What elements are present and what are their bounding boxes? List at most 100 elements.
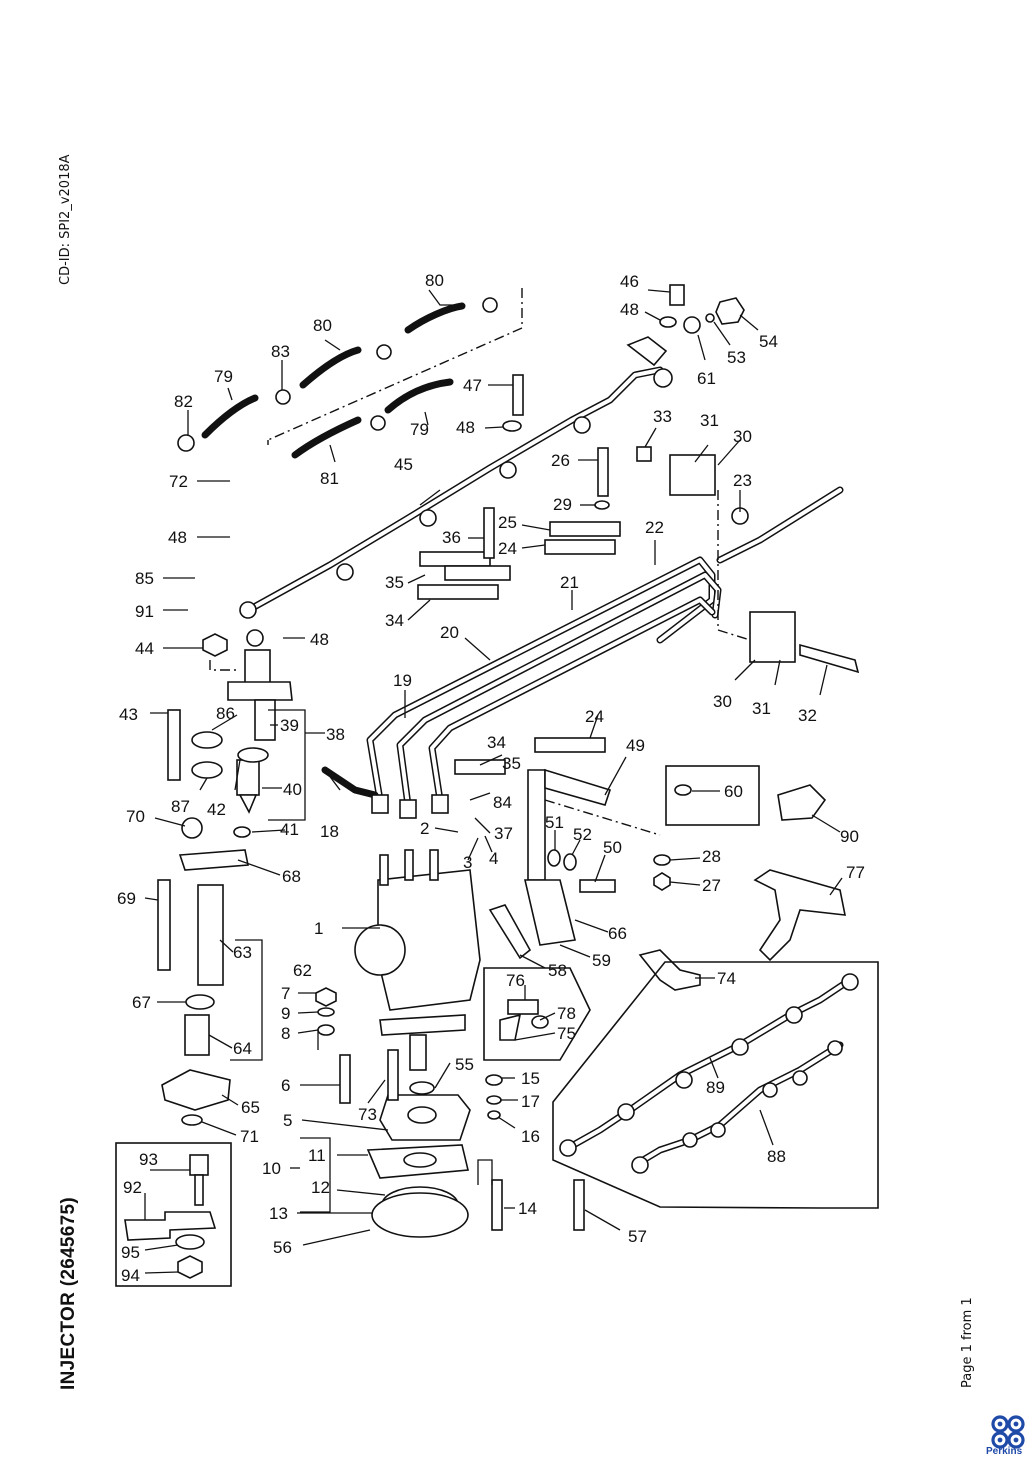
perkins-logo-icon xyxy=(991,1415,1025,1449)
callout-32: 32 xyxy=(798,706,817,725)
callout-87: 87 xyxy=(171,797,190,816)
banjo-fittings xyxy=(483,284,745,559)
callout-77: 77 xyxy=(846,863,865,882)
callout-90: 90 xyxy=(840,827,859,846)
callout-66: 66 xyxy=(608,924,627,943)
callout-24-lower: 24 xyxy=(585,707,604,726)
callout-20: 20 xyxy=(440,623,459,642)
callout-85: 85 xyxy=(135,569,154,588)
fuel-injection-pump xyxy=(354,849,481,1071)
callout-93: 93 xyxy=(139,1150,158,1169)
callout-35-lower: 35 xyxy=(502,754,521,773)
callout-48-mid: 48 xyxy=(456,418,475,437)
callout-56: 56 xyxy=(273,1238,292,1257)
callout-3: 3 xyxy=(463,853,472,872)
callout-86: 86 xyxy=(216,704,235,723)
leak-off-hoses-assembly xyxy=(177,288,523,459)
drive-plates-gaskets xyxy=(300,1049,585,1238)
callout-52: 52 xyxy=(573,825,592,844)
callout-64: 64 xyxy=(233,1039,252,1058)
callout-60: 60 xyxy=(724,782,743,801)
callout-6: 6 xyxy=(281,1076,290,1095)
callout-55: 55 xyxy=(455,1055,474,1074)
callout-27: 27 xyxy=(702,876,721,895)
callout-34-upper: 34 xyxy=(385,611,404,630)
callout-36: 36 xyxy=(442,528,461,547)
callout-23: 23 xyxy=(733,471,752,490)
callout-8: 8 xyxy=(281,1024,290,1043)
callout-47: 47 xyxy=(463,376,482,395)
callout-19: 19 xyxy=(393,671,412,690)
callout-10: 10 xyxy=(262,1159,281,1178)
box-92-95 xyxy=(115,1142,232,1287)
callout-57: 57 xyxy=(628,1227,647,1246)
callout-48-left: 48 xyxy=(168,528,187,547)
callout-40: 40 xyxy=(283,780,302,799)
callout-42: 42 xyxy=(207,800,226,819)
callout-45: 45 xyxy=(394,455,413,474)
pipe-clamps xyxy=(417,521,621,775)
callout-46: 46 xyxy=(620,272,639,291)
callout-58: 58 xyxy=(548,961,567,980)
callout-33: 33 xyxy=(653,407,672,426)
callout-71: 71 xyxy=(240,1127,259,1146)
callout-22: 22 xyxy=(645,518,664,537)
callout-30-upper: 30 xyxy=(733,427,752,446)
callout-88: 88 xyxy=(767,1147,786,1166)
callout-63: 63 xyxy=(233,943,252,962)
callout-59: 59 xyxy=(592,951,611,970)
callout-95: 95 xyxy=(121,1243,140,1262)
callout-18: 18 xyxy=(320,822,339,841)
callout-70: 70 xyxy=(126,807,145,826)
callout-68: 68 xyxy=(282,867,301,886)
callout-5: 5 xyxy=(283,1111,292,1130)
callout-65: 65 xyxy=(241,1098,260,1117)
callout-numbers: 1 2 3 4 5 6 7 8 9 10 11 12 13 14 15 16 1… xyxy=(117,271,865,1285)
callout-51: 51 xyxy=(545,813,564,832)
callout-29: 29 xyxy=(553,495,572,514)
callout-72: 72 xyxy=(169,472,188,491)
callout-89: 89 xyxy=(706,1078,725,1097)
callout-35-upper: 35 xyxy=(385,573,404,592)
callout-12: 12 xyxy=(311,1178,330,1197)
callout-80-mid: 80 xyxy=(313,316,332,335)
callout-62: 62 xyxy=(293,961,312,980)
callout-94: 94 xyxy=(121,1266,140,1285)
callout-53: 53 xyxy=(727,348,746,367)
callout-37: 37 xyxy=(494,824,513,843)
callout-44: 44 xyxy=(135,639,154,658)
callout-1: 1 xyxy=(314,919,323,938)
callout-69: 69 xyxy=(117,889,136,908)
callout-39: 39 xyxy=(280,716,299,735)
callout-31-upper: 31 xyxy=(700,411,719,430)
callout-91: 91 xyxy=(135,602,154,621)
callout-48-top: 48 xyxy=(620,300,639,319)
small-fittings xyxy=(315,987,337,1050)
callout-50: 50 xyxy=(603,838,622,857)
callout-73: 73 xyxy=(358,1105,377,1124)
callout-75: 75 xyxy=(557,1024,576,1043)
callout-9: 9 xyxy=(281,1004,290,1023)
callout-67: 67 xyxy=(132,993,151,1012)
callout-79-right: 79 xyxy=(410,420,429,439)
injector-assembly-lower xyxy=(157,817,263,1126)
callout-49: 49 xyxy=(626,736,645,755)
callout-81: 81 xyxy=(320,469,339,488)
pipe-brackets xyxy=(669,454,860,674)
callout-34-lower: 34 xyxy=(487,733,506,752)
callout-14: 14 xyxy=(518,1199,537,1218)
callout-84: 84 xyxy=(493,793,512,812)
callout-30-lower: 30 xyxy=(713,692,732,711)
callout-25: 25 xyxy=(498,513,517,532)
callout-13: 13 xyxy=(269,1204,288,1223)
callout-21: 21 xyxy=(560,573,579,592)
callout-48-lower: 48 xyxy=(310,630,329,649)
callout-92: 92 xyxy=(123,1178,142,1197)
callout-7: 7 xyxy=(281,984,290,1003)
callout-41: 41 xyxy=(280,820,299,839)
leak-off-rail-45 xyxy=(239,336,673,619)
injector-assembly xyxy=(167,629,306,838)
callout-28: 28 xyxy=(702,847,721,866)
callout-82: 82 xyxy=(174,392,193,411)
